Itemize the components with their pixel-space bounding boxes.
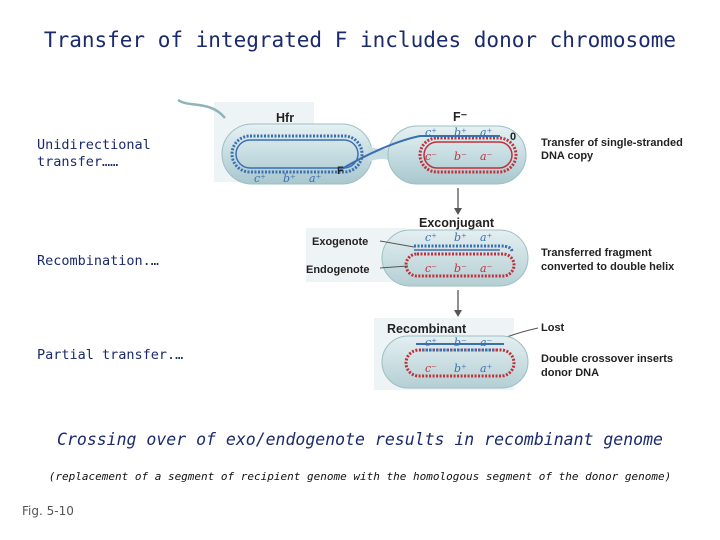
arrow-head — [454, 208, 462, 215]
label-unidirectional-transfer: Unidirectional transfer…… — [37, 137, 151, 171]
leader-exogenote — [379, 240, 415, 248]
step2-line1: Transferred fragment — [541, 247, 652, 259]
f-minus-cell — [339, 125, 527, 185]
hfr-chromosome-inner — [235, 139, 359, 169]
recombinant-chromosome — [404, 348, 516, 378]
label-origin: 0 — [510, 131, 516, 143]
gene-a-plus: a⁺ — [309, 172, 322, 185]
figure-label: Fig. 5-10 — [22, 504, 74, 518]
label-partial-transfer: Partial transfer.… — [37, 347, 184, 363]
gene-b-minus: b⁻ — [454, 336, 467, 349]
step3-line2: donor DNA — [541, 367, 599, 379]
gene-a-plus: a⁺ — [480, 362, 493, 375]
gene-a-minus: a⁻ — [480, 262, 493, 275]
hfr-cell — [221, 123, 373, 185]
gene-a-plus: a⁺ — [480, 126, 493, 139]
label-lost: Lost — [541, 322, 565, 334]
gene-c-plus: c⁺ — [425, 126, 437, 139]
gene-c-plus: c⁺ — [425, 336, 437, 349]
transferred-strand — [339, 135, 500, 171]
step1-line2: DNA copy — [541, 150, 594, 162]
label-recombination: Recombination.… — [37, 253, 159, 269]
gene-a-minus: a⁻ — [480, 336, 493, 349]
label-exogenote: Exogenote — [312, 236, 368, 248]
f-minus-chromosome-inner — [423, 141, 513, 169]
gene-c-minus: c⁻ — [425, 150, 437, 163]
gene-a-plus: a⁺ — [480, 231, 493, 244]
gene-c-minus: c⁻ — [425, 262, 437, 275]
label-recombinant: Recombinant — [387, 322, 467, 336]
label-endogenote: Endogenote — [306, 264, 370, 276]
arrow-head — [454, 310, 462, 317]
flagellum — [177, 98, 226, 119]
exconjugant-cell — [381, 229, 529, 287]
step3-line1: Double crossover inserts — [541, 353, 673, 365]
gene-b-plus: b⁺ — [283, 172, 296, 185]
gene-b-minus: b⁻ — [454, 150, 467, 163]
gene-c-minus: c⁻ — [425, 362, 437, 375]
endogenote-chromosome — [404, 252, 516, 278]
slide-title: Transfer of integrated F includes donor … — [43, 28, 677, 52]
gene-b-plus: b⁺ — [454, 362, 467, 375]
gene-a-minus: a⁻ — [480, 150, 493, 163]
gene-c-plus: c⁺ — [254, 172, 266, 185]
label-hfr: Hfr — [276, 111, 294, 125]
hfr-chromosome — [230, 134, 364, 174]
caption: Crossing over of exo/endogenote results … — [57, 430, 663, 449]
label-f-minus: F⁻ — [453, 110, 468, 124]
label-f-factor: F — [337, 165, 344, 177]
recombinant-cell — [381, 335, 529, 389]
leader-endogenote — [379, 265, 409, 269]
step2-line2: converted to double helix — [541, 261, 675, 273]
gene-b-plus: b⁺ — [454, 231, 467, 244]
subcaption: (replacement of a segment of recipient g… — [48, 470, 672, 483]
f-minus-chromosome — [418, 136, 518, 174]
step1-line1: Transfer of single-stranded — [541, 137, 683, 149]
conjugation-bridge — [368, 146, 394, 162]
label-unidirectional-line1: Unidirectional — [37, 137, 151, 153]
gene-b-minus: b⁻ — [454, 262, 467, 275]
gene-b-plus: b⁺ — [454, 126, 467, 139]
exogenote-fragment — [414, 244, 514, 253]
label-unidirectional-line2: transfer…… — [37, 154, 119, 170]
label-exconjugant: Exconjugant — [419, 216, 495, 230]
gene-c-plus: c⁺ — [425, 231, 437, 244]
